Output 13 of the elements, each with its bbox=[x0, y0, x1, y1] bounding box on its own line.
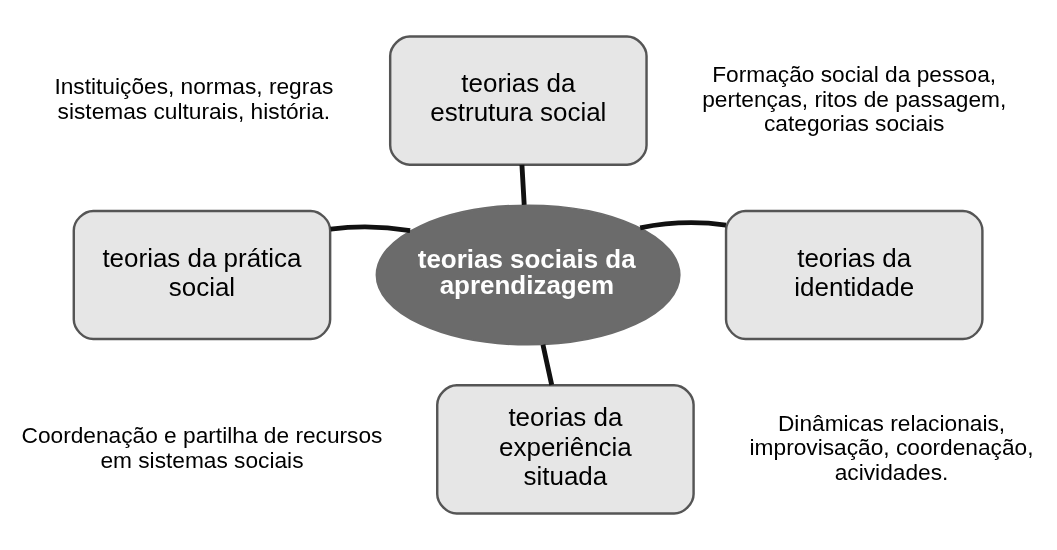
node-label: Coordenação e partilha de recursos em sistemas sociais bbox=[21, 422, 383, 473]
node-ellipse: teorias sociais da aprendizagem bbox=[375, 204, 681, 346]
node-box: teorias da prática social bbox=[72, 209, 332, 341]
node-box: teorias da estrutura social bbox=[388, 35, 648, 166]
connector bbox=[330, 224, 411, 233]
connector bbox=[639, 220, 727, 231]
node-label: Formação social da pessoa, pertenças, ritos de passagem, categorias sociais bbox=[702, 61, 1007, 136]
node-label: Instituições, normas, regras sistemas culturais, história. bbox=[54, 73, 334, 124]
node-box: teorias da experiência situada bbox=[436, 384, 695, 515]
connector bbox=[540, 344, 555, 386]
node-box: teorias da identidade bbox=[724, 209, 984, 341]
connector bbox=[519, 164, 527, 205]
node-label: Dinâmicas relacionais, improvisação, coordenação, acividades. bbox=[749, 410, 1034, 485]
